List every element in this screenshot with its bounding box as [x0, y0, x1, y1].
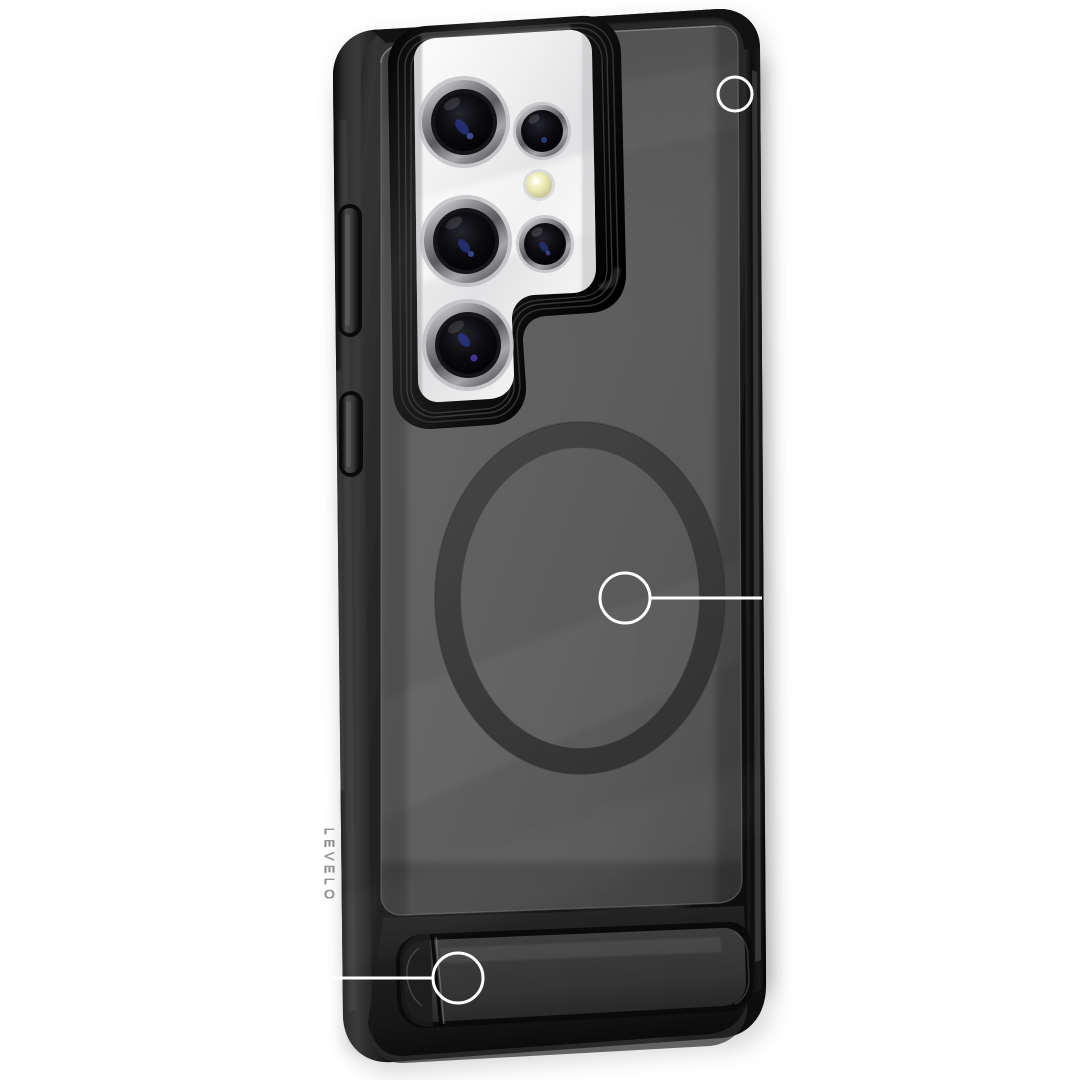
callout-annotations [330, 75, 762, 1005]
volume-rocker[interactable] [338, 204, 362, 337]
power-button[interactable] [339, 391, 363, 477]
telephoto-lens [422, 299, 514, 391]
depth-lens [516, 215, 574, 273]
metal-kickstand[interactable] [395, 921, 753, 1029]
case-right-edge [744, 32, 766, 998]
magsafe-callout[interactable] [598, 571, 762, 625]
side-buttons [338, 204, 363, 477]
led-flash [523, 169, 555, 201]
raised-edge-callout[interactable] [716, 75, 754, 113]
wide-lens [418, 76, 510, 168]
camera-module [388, 15, 627, 430]
periscope-lens [513, 102, 571, 160]
ultrawide-lens [420, 195, 512, 287]
kickstand-callout[interactable] [330, 951, 485, 1005]
kickstand-assembly [368, 906, 753, 1064]
